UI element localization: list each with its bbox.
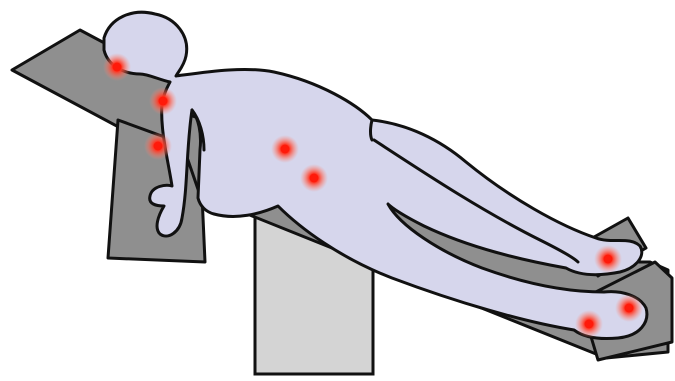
pressure-point-heel-left-side xyxy=(615,294,643,322)
pressure-point-head xyxy=(103,53,131,81)
pressure-point-heel-right xyxy=(594,245,622,273)
pressure-point-sacrum-lower xyxy=(300,164,328,192)
pressure-point-heel-left xyxy=(575,310,603,338)
patient-body xyxy=(104,12,647,338)
pressure-point-shoulder xyxy=(149,87,177,115)
patient-torso-contour xyxy=(371,120,373,140)
pressure-point-sacrum-upper xyxy=(271,135,299,163)
pressure-point-elbow xyxy=(144,132,172,160)
